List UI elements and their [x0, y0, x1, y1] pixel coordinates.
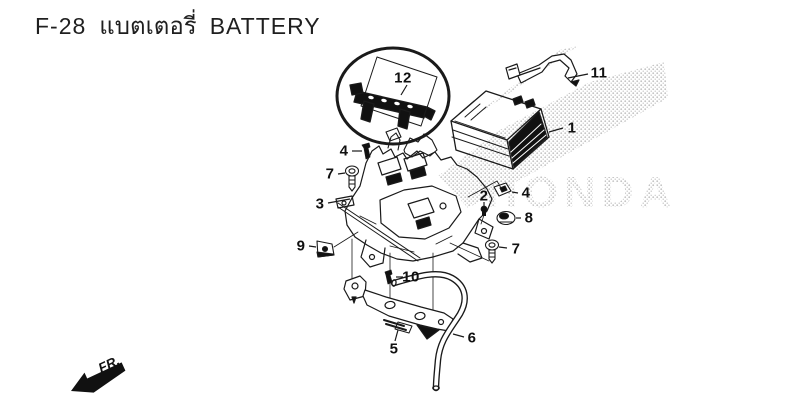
battery-setting-plate-12-drawing: [349, 82, 436, 130]
callout-leader-1: [548, 127, 564, 133]
alignment-lines: [333, 180, 502, 313]
detail-circle: [335, 46, 451, 146]
flange-bolt-7-left-icon: [344, 165, 360, 192]
battery-terminal: [512, 95, 524, 106]
title-thai: แบตเตอรี่: [99, 13, 197, 40]
battery-drawing: [450, 90, 550, 170]
pin-bolt-10-icon: [384, 269, 393, 285]
section-code: F-28: [35, 13, 87, 39]
callout-leader-lines: [308, 73, 589, 342]
stay-bracket-5-drawing: [343, 275, 454, 340]
fr-arrow-icon: [71, 362, 126, 393]
callout-leader-7-left: [337, 172, 346, 175]
callout-leader-4-right: [511, 191, 519, 194]
callout-leader-5: [394, 329, 399, 342]
battery-terminal: [524, 98, 536, 109]
clip-nut-9-icon: [316, 240, 335, 258]
callout-leader-6: [452, 333, 465, 338]
page-title: F-28 แบตเตอรี่ BATTERY: [35, 6, 321, 45]
honda-watermark: HONDA: [438, 46, 671, 217]
battery-band-11-drawing: [505, 53, 580, 87]
pin-bolt-4-left-icon: [361, 142, 371, 160]
flange-bolt-7-right-icon: [484, 239, 500, 264]
rivet-2-icon: [480, 205, 488, 216]
grommet-8-icon: [496, 210, 516, 226]
breather-tube-6-drawing: [390, 270, 468, 392]
callout-leader-7-right: [498, 246, 508, 249]
clip-nut-4-right-icon: [493, 182, 512, 197]
fr-direction-indicator: FR.: [71, 353, 126, 393]
callout-leader-12: [400, 84, 408, 96]
callout-leader-11: [567, 73, 589, 79]
callout-leader-9: [308, 245, 317, 248]
title-english: BATTERY: [209, 13, 321, 39]
battery-box-3-drawing: [335, 145, 494, 268]
callout-leader-3: [327, 198, 351, 204]
clamp-mount-drawing: [385, 127, 438, 158]
